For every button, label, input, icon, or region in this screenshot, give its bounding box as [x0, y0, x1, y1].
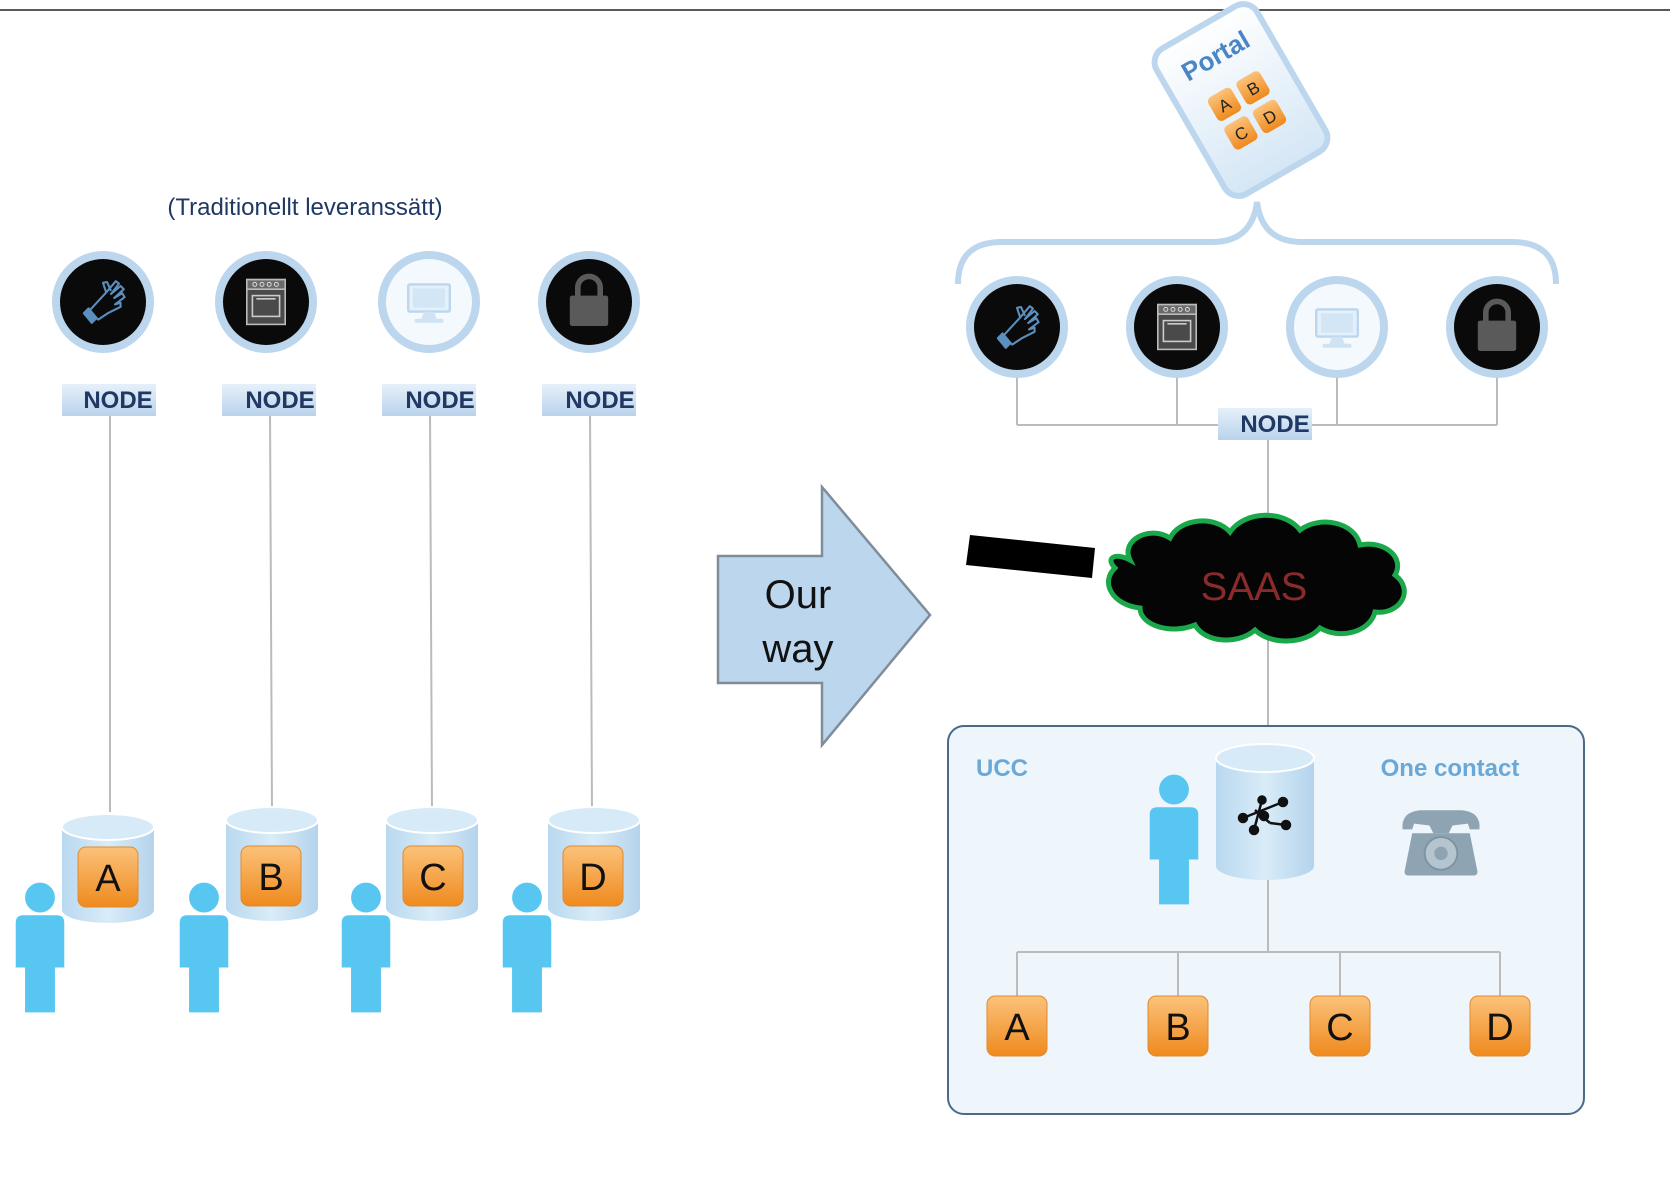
stove-icon: [1157, 303, 1197, 351]
person-icon: [15, 882, 65, 1013]
saas-label: SAAS: [1201, 565, 1308, 609]
traditional-column-b: NODE B: [179, 251, 319, 1013]
network-hub-icon: [1237, 795, 1292, 836]
telephone-icon: [1401, 809, 1481, 877]
service-tile-d: [562, 845, 624, 907]
ucc-service-tile-b: [1147, 995, 1209, 1057]
traditional-caption: (Traditionellt leveranssätt): [167, 194, 442, 221]
arrow-text-line1: Our: [765, 573, 832, 617]
portal-tile-b: [1236, 71, 1270, 105]
ucc-service-label: D: [1486, 1007, 1513, 1049]
person-icon: [502, 882, 552, 1013]
grouping-brace: [955, 201, 1559, 285]
portal-tile-a: [1207, 87, 1242, 121]
service-tile-label: C: [419, 857, 446, 899]
shared-node-box: [1218, 408, 1312, 440]
node-box-c: [382, 384, 476, 416]
service-tile-c: [402, 845, 464, 907]
node-box-a: [62, 384, 156, 416]
node-box-d: [542, 384, 636, 416]
ucc-panel: UCC One contact A: [947, 725, 1585, 1115]
service-circle-glove: [966, 276, 1068, 378]
service-tile-label: B: [258, 857, 283, 899]
service-circle-stove: [1126, 276, 1228, 378]
service-circle-padlock: [1446, 276, 1548, 378]
arrow-text-line2: way: [761, 627, 833, 671]
traditional-column-a: NODE A: [15, 251, 156, 1013]
portal-tile-c: [1224, 116, 1258, 150]
service-tile-a: [77, 846, 139, 908]
person-icon: [341, 882, 391, 1013]
node-label: NODE: [565, 387, 634, 414]
traditional-column-d: NODE D: [502, 251, 641, 1013]
ucc-service-label: A: [1004, 1007, 1030, 1049]
ucc-service-label: B: [1165, 1007, 1190, 1049]
service-circle-monitor: [1286, 276, 1388, 378]
node-box-b: [222, 384, 316, 416]
traditional-column-c: NODE C: [341, 251, 480, 1013]
stove-icon: [246, 278, 287, 326]
node-label: NODE: [83, 387, 152, 414]
service-tile-label: D: [579, 857, 606, 899]
shared-node-label: NODE: [1240, 411, 1309, 438]
saas-cloud: SAAS: [1106, 512, 1407, 644]
one-contact-label: One contact: [1381, 755, 1520, 782]
node-label: NODE: [245, 387, 314, 414]
ucc-service-tile-a: [986, 995, 1048, 1057]
ucc-service-tile-c: [1309, 995, 1371, 1057]
service-tile-label: A: [95, 858, 121, 900]
distribution-lines: [1016, 880, 1501, 996]
redaction-bar: [966, 535, 1095, 578]
service-tile-b: [240, 845, 302, 907]
person-icon: [179, 882, 229, 1013]
portal-tile-d: [1252, 99, 1287, 134]
portal-card: Portal A B C D: [1151, 1, 1331, 199]
node-label: NODE: [405, 387, 474, 414]
ucc-service-tile-d: [1469, 995, 1531, 1057]
ucc-service-label: C: [1326, 1007, 1353, 1049]
ucc-label: UCC: [976, 755, 1028, 782]
our-way-arrow: Our way: [716, 483, 932, 749]
